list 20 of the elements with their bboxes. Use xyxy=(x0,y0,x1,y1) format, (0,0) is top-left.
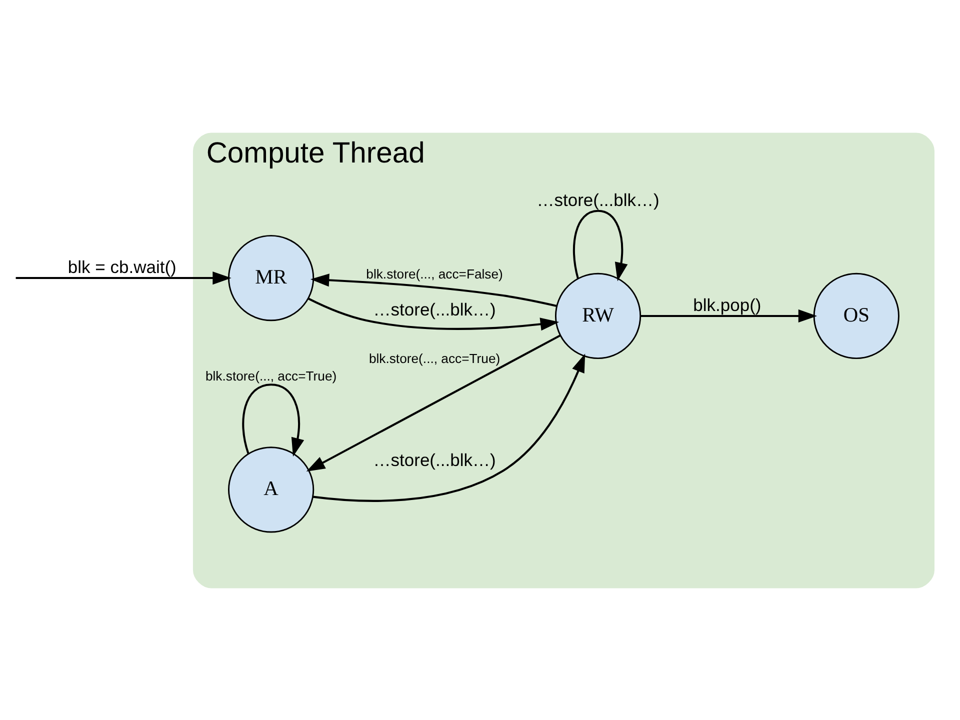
node-circle: A xyxy=(228,446,314,532)
arrow xyxy=(312,353,586,502)
node-circle: RW xyxy=(554,272,642,359)
arrow xyxy=(640,308,818,322)
arrow xyxy=(573,209,628,281)
arrow xyxy=(308,297,560,330)
edge-label: blk.store(..., acc=False) xyxy=(366,266,503,281)
arrow xyxy=(306,334,561,472)
edge-label: blk.pop() xyxy=(693,294,762,315)
arrow xyxy=(310,273,558,306)
edge-label: blk.store(..., acc=True) xyxy=(368,350,500,366)
edge-label: blk.store(..., acc=True) xyxy=(205,368,337,383)
arrow xyxy=(242,383,304,456)
edge-label: …store(...blk…) xyxy=(373,298,496,319)
edge-label: blk = cb.wait() xyxy=(68,256,176,277)
edge-label: …store(...blk…) xyxy=(536,189,660,210)
arrow xyxy=(16,270,232,284)
edge-label: …store(...blk…) xyxy=(373,449,496,470)
node-circle: OS xyxy=(813,272,900,359)
node-circle: MR xyxy=(228,234,314,321)
